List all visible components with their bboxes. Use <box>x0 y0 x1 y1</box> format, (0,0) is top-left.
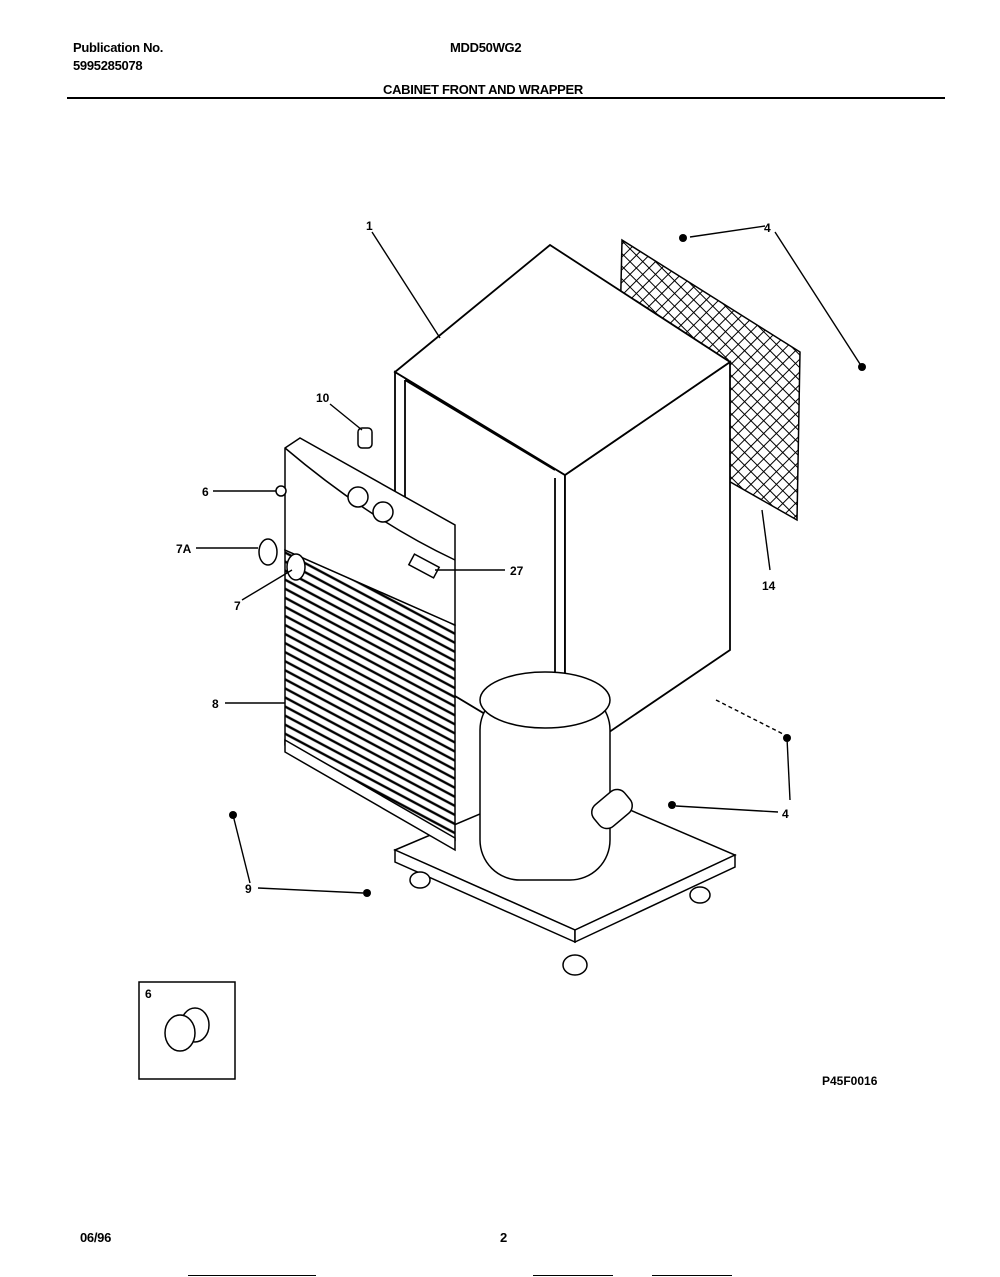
callout-8: 8 <box>212 697 219 711</box>
callout-4-bottom: 4 <box>782 807 789 821</box>
callout-7a: 7A <box>176 542 192 556</box>
callout-4-top: 4 <box>764 221 771 235</box>
callout-1: 1 <box>366 219 373 233</box>
callout-14: 14 <box>762 579 776 593</box>
scan-mark <box>533 1275 613 1276</box>
publication-label: Publication No. <box>73 40 164 55</box>
publication-number: 5995285078 <box>73 58 143 73</box>
callout-7: 7 <box>234 599 241 613</box>
screws <box>229 234 866 897</box>
model-number: MDD50WG2 <box>450 40 522 55</box>
callout-10: 10 <box>316 391 330 405</box>
callout-9: 9 <box>245 882 252 896</box>
inset-label: 6 <box>145 987 152 1001</box>
header-rule <box>67 97 945 99</box>
callout-6: 6 <box>202 485 209 499</box>
inset-plug-detail: 6 <box>138 981 236 1080</box>
compressor <box>479 671 633 881</box>
leader-lines <box>196 225 861 894</box>
small-parts <box>258 427 373 581</box>
footer-date: 06/96 <box>80 1230 112 1245</box>
section-title: CABINET FRONT AND WRAPPER <box>383 82 584 97</box>
page-number: 2 <box>500 1230 507 1245</box>
front-grille <box>284 437 456 852</box>
callout-27: 27 <box>510 564 524 578</box>
scan-mark <box>652 1275 732 1276</box>
figure-code: P45F0016 <box>822 1074 878 1088</box>
scan-mark <box>188 1275 316 1276</box>
